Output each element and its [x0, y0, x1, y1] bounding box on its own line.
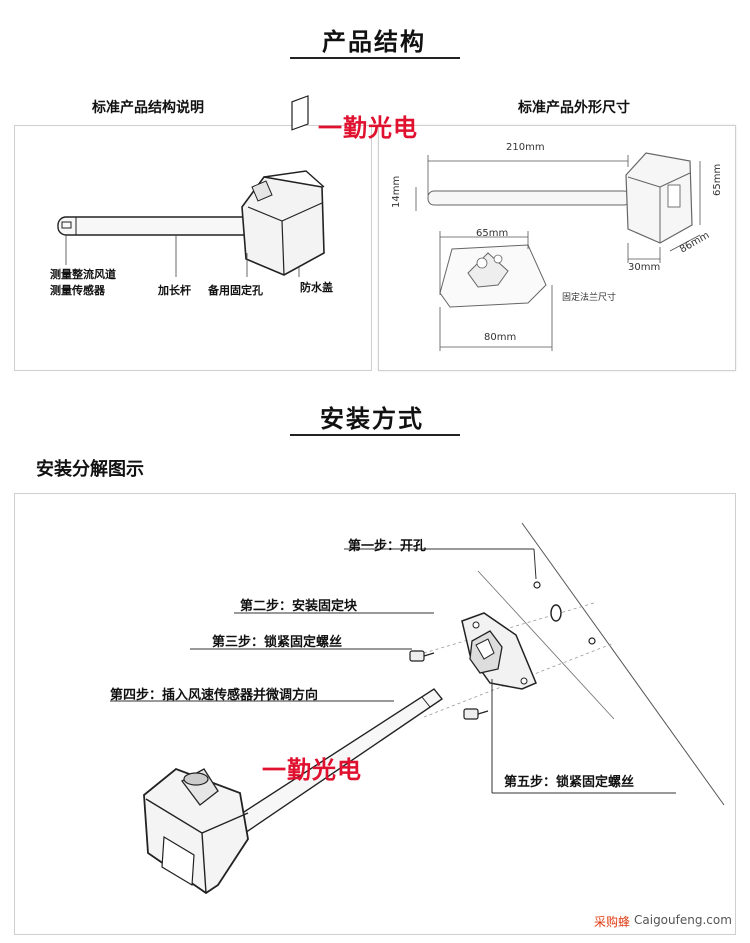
- section-title-structure: 产品结构: [322, 28, 426, 56]
- structure-right-title: 标准产品外形尺寸: [518, 100, 630, 116]
- brand-watermark-top: 一勤光电: [318, 114, 418, 142]
- section-rule-install: [290, 434, 460, 436]
- install-exploded-drawing: [110, 522, 725, 895]
- install-step-1: 第一步：开孔: [348, 539, 427, 554]
- install-step-3: 第三步：锁紧固定螺丝: [212, 635, 343, 650]
- dimension-drawing: [415, 152, 701, 351]
- dim-flange-note: 固定法兰尺寸: [562, 293, 617, 303]
- dim-width: 30mm: [628, 262, 661, 273]
- brand-watermark-install: 一勤光电: [262, 756, 362, 784]
- section-rule-structure: [290, 57, 460, 59]
- label-spare-hole: 备用固定孔: [208, 284, 263, 297]
- section-title-install: 安装方式: [320, 405, 424, 433]
- dim-flange-total: 80mm: [484, 332, 517, 343]
- install-step-4: 第四步：插入风速传感器并微调方向: [110, 688, 319, 703]
- install-step-5: 第五步：锁紧固定螺丝: [504, 775, 635, 790]
- dim-length: 210mm: [506, 142, 545, 153]
- footer-site-en: Caigoufeng.com: [634, 913, 732, 927]
- label-rod: 加长杆: [158, 284, 191, 297]
- label-sensor-line1: 测量整流风道: [50, 268, 116, 281]
- dim-height: 65mm: [712, 163, 723, 196]
- structure-left-title: 标准产品结构说明: [92, 100, 204, 116]
- sensor-structure-drawing: [57, 95, 325, 277]
- footer-site-cn: 采购蜂: [594, 915, 631, 929]
- dim-flange-width: 65mm: [476, 228, 509, 239]
- label-waterproof-cover: 防水盖: [300, 281, 333, 294]
- install-step-2: 第二步：安装固定块: [240, 599, 358, 614]
- install-diagram-panel: [14, 493, 736, 935]
- label-sensor-line2: 测量传感器: [50, 284, 105, 297]
- dim-diameter: 14mm: [391, 175, 402, 208]
- install-sub-title: 安装分解图示: [36, 459, 144, 480]
